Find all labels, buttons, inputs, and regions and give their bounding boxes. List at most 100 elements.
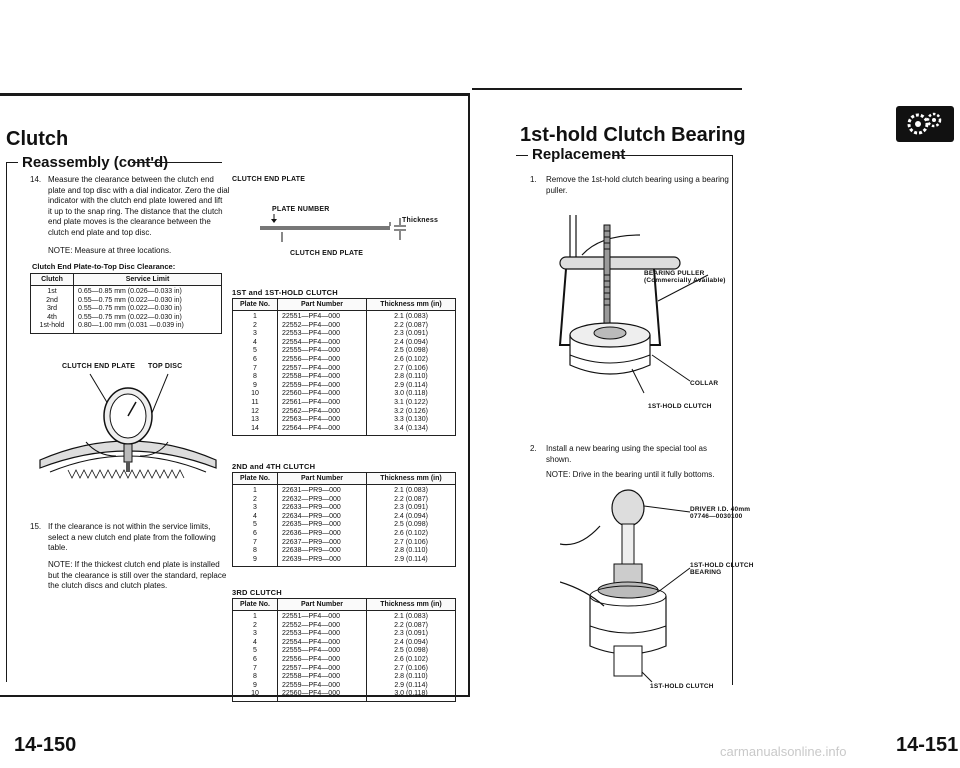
step-14-text: Measure the clearance between the clutch… (48, 175, 229, 238)
plate-no: 8 (253, 673, 257, 681)
thickness-cell: 2.1 (0.083) 2.2 (0.087) 2.3 (0.091) 2.4 … (366, 309, 456, 437)
part-number: 22552—PF4—000 (282, 321, 340, 329)
plate-no: 1 (253, 487, 257, 494)
plate-no: 2 (253, 621, 257, 629)
plate-no: 3 (253, 504, 257, 512)
table-1st-title: 1ST and 1ST-HOLD CLUTCH (232, 288, 338, 297)
label-driver: DRIVER I.D. 40mm 07746—0030100 (690, 506, 750, 520)
step-15-line: table. (48, 543, 68, 552)
part-number-cell: 22551—PF4—000 22552—PF4—000 22553—PF4—00… (277, 309, 367, 437)
label-bearing-puller: BEARING PULLER (Commercially Available) (644, 270, 726, 284)
label-clutch-end-plate: CLUTCH END PLATE (62, 363, 136, 370)
thickness: 2.9 (0.114) (394, 681, 428, 689)
clearance-table-caption: Clutch End Plate-to-Top Disc Clearance: (32, 262, 176, 271)
plate-no: 4 (253, 638, 257, 646)
thickness-cell: 2.1 (0.083) 2.2 (0.087) 2.3 (0.091) 2.4 … (366, 610, 456, 702)
thickness: 3.1 (0.122) (394, 398, 428, 406)
plate-no: 5 (253, 647, 257, 655)
part-number: 22556—PF4—000 (282, 655, 340, 663)
plate-no: 2 (253, 321, 257, 329)
gutter-line (468, 95, 470, 695)
part-number: 22551—PF4—000 (282, 313, 340, 320)
header-plate-no: Plate No. (232, 298, 278, 311)
service-limit: 0.55—0.75 mm (0.022—0.030 in) (78, 296, 182, 304)
plate-no: 9 (253, 555, 257, 563)
plate-no: 1 (253, 613, 257, 620)
plate-number-label: PLATE NUMBER (272, 206, 330, 213)
right-step-1-line: Remove the 1st-hold clutch bearing using… (546, 175, 729, 184)
label-top-disc: TOP DISC (148, 363, 183, 370)
plate-no: 1 (253, 313, 257, 320)
part-number: 22639—PR9—000 (282, 555, 341, 563)
part-number-cell: 22631—PR9—000 22632—PR9—000 22633—PR9—00… (277, 483, 367, 568)
plate-no: 7 (253, 538, 257, 546)
plate-no: 8 (253, 547, 257, 555)
right-step-2-note: NOTE: Drive in the bearing until it full… (546, 470, 715, 479)
label-line: (Commercially Available) (644, 277, 726, 284)
plate-no: 14 (251, 424, 259, 432)
thickness: 3.4 (0.134) (394, 424, 428, 432)
label-1st-hold-clutch-bearing: 1ST-HOLD CLUTCH BEARING (690, 562, 754, 576)
right-step-2-number: 2. (530, 444, 537, 453)
right-section-title: 1st-hold Clutch Bearing (520, 124, 746, 146)
plate-no: 11 (251, 398, 259, 406)
part-number: 22557—PF4—000 (282, 664, 340, 672)
part-number: 22633—PR9—000 (282, 504, 341, 512)
plate-no: 10 (251, 690, 259, 698)
thickness: 2.2 (0.087) (394, 321, 428, 329)
part-number: 22561—PF4—000 (282, 398, 340, 406)
thickness: 2.3 (0.091) (394, 630, 428, 638)
thickness: 2.2 (0.087) (394, 621, 428, 629)
thickness: 2.1 (0.083) (394, 613, 428, 620)
part-number: 22554—PF4—000 (282, 338, 340, 346)
plate-no: 12 (251, 407, 259, 415)
part-number: 22555—PF4—000 (282, 347, 340, 355)
thickness: 2.7 (0.106) (394, 364, 428, 372)
table-3rd-title: 3RD CLUTCH (232, 588, 282, 597)
part-number: 22634—PR9—000 (282, 512, 341, 520)
part-number: 22560—PF4—000 (282, 390, 340, 398)
dial-indicator-illustration (39, 373, 217, 479)
part-number: 22551—PF4—000 (282, 613, 340, 620)
page-number-right: 14-151 (896, 734, 959, 756)
label-line: DRIVER I.D. 40mm (690, 506, 751, 513)
clutch-name: 4th (47, 313, 57, 321)
plate-no: 4 (253, 338, 257, 346)
thickness: 2.5 (0.098) (394, 647, 428, 655)
left-column-vline (6, 162, 7, 682)
right-subtitle-rule-right (612, 155, 732, 156)
page-number-left: 14-150 (14, 734, 77, 756)
service-limit: 0.80—1.00 mm (0.031 —0.039 in) (78, 322, 184, 330)
part-number: 22560—PF4—000 (282, 690, 340, 698)
plate-no: 5 (253, 521, 257, 529)
step-15-note-line: the clutch discs and clutch plates. (48, 581, 168, 590)
bearing-driver-illustration (560, 489, 691, 683)
part-number: 22559—PF4—000 (282, 681, 340, 689)
thickness: 2.5 (0.098) (394, 521, 428, 529)
clutch-name: 2nd (46, 296, 58, 304)
gear-transmission-icon (907, 112, 942, 135)
clutch-name: 1st-hold (39, 322, 65, 330)
plate-no-cell: 1 2 3 4 5 6 7 8 9 (232, 483, 278, 568)
thickness: 3.0 (0.118) (394, 390, 428, 398)
thickness: 2.6 (0.102) (394, 655, 428, 663)
plate-no-cell: 1 2 3 4 5 6 7 8 9 10 (232, 610, 278, 702)
step-14-line: indicator with the clutch end plate lowe… (48, 196, 223, 205)
part-number: 22555—PF4—000 (282, 647, 340, 655)
plate-no: 5 (253, 347, 257, 355)
service-limit: 0.65—0.85 mm (0.026—0.033 in) (78, 288, 182, 295)
thickness: 3.3 (0.130) (394, 416, 428, 424)
right-step-1-text: Remove the 1st-hold clutch bearing using… (546, 175, 729, 196)
step-15-number: 15. (30, 522, 42, 531)
step-14-line: it up to the snap ring. The distance tha… (48, 206, 223, 216)
thickness: 3.2 (0.126) (394, 407, 428, 415)
part-number: 22559—PF4—000 (282, 381, 340, 389)
right-step-2-text: Install a new bearing using the special … (546, 444, 707, 465)
header-thickness: Thickness mm (in) (366, 598, 456, 611)
part-number: 22556—PF4—000 (282, 355, 340, 363)
plate-no: 6 (253, 529, 257, 537)
section-subtitle: Reassembly (cont'd) (22, 154, 169, 171)
label-line: 1ST-HOLD CLUTCH (690, 562, 754, 569)
part-number: 22635—PR9—000 (282, 521, 341, 529)
part-number: 22557—PF4—000 (282, 364, 340, 372)
